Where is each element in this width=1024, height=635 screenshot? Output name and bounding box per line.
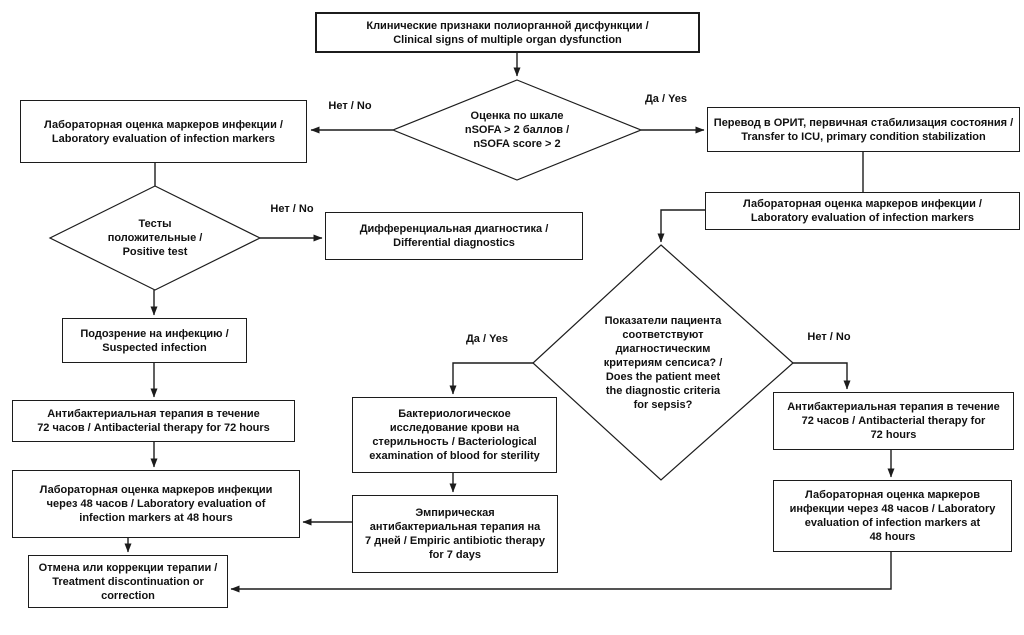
tests-diamond-shape [48, 185, 262, 291]
sepsis-diamond-shape [532, 244, 794, 481]
nsofa-diamond-shape [391, 79, 643, 181]
node-lab-markers-48h-right: Лабораторная оценка маркеров инфекции че… [773, 480, 1012, 552]
node-suspected-infection: Подозрение на инфекцию / Suspected infec… [62, 318, 247, 363]
connector-sepsis-no [793, 362, 851, 390]
node-lab-markers-right: Лабораторная оценка маркеров инфекции / … [705, 192, 1020, 230]
node-lab-markers-48h-left: Лабораторная оценка маркеров инфекции че… [12, 470, 300, 538]
node-lab-markers-left: Лабораторная оценка маркеров инфекции / … [20, 100, 307, 163]
edge-label-nsofa-no: Нет / No [326, 100, 374, 113]
connector-labright-to-sepsis [657, 209, 708, 243]
node-blood-sterility-exam: Бактериологическое исследование крови на… [352, 397, 557, 473]
node-icu-transfer: Перевод в ОРИТ, первичная стабилизация с… [707, 107, 1020, 152]
connector-lab48right-to-cancel [230, 552, 892, 593]
node-clinical-signs: Клинические признаки полиорганной дисфун… [315, 12, 700, 53]
node-differential-diagnostics: Дифференциальная диагностика / Different… [325, 212, 583, 260]
node-treatment-discontinuation: Отмена или коррекции терапии / Treatment… [28, 555, 228, 608]
node-antibacterial-72h-right: Антибактериальная терапия в течение 72 ч… [773, 392, 1014, 450]
node-antibacterial-72h-left: Антибактериальная терапия в течение 72 ч… [12, 400, 295, 442]
edge-label-sepsis-no: Нет / No [805, 331, 853, 344]
edge-label-sepsis-yes: Да / Yes [463, 333, 511, 346]
connector-sepsis-yes [449, 362, 533, 395]
edge-label-nsofa-yes: Да / Yes [642, 93, 690, 106]
node-empiric-therapy-7d: Эмпирическая антибактериальная терапия н… [352, 495, 558, 573]
edge-label-tests-no: Нет / No [268, 203, 316, 216]
